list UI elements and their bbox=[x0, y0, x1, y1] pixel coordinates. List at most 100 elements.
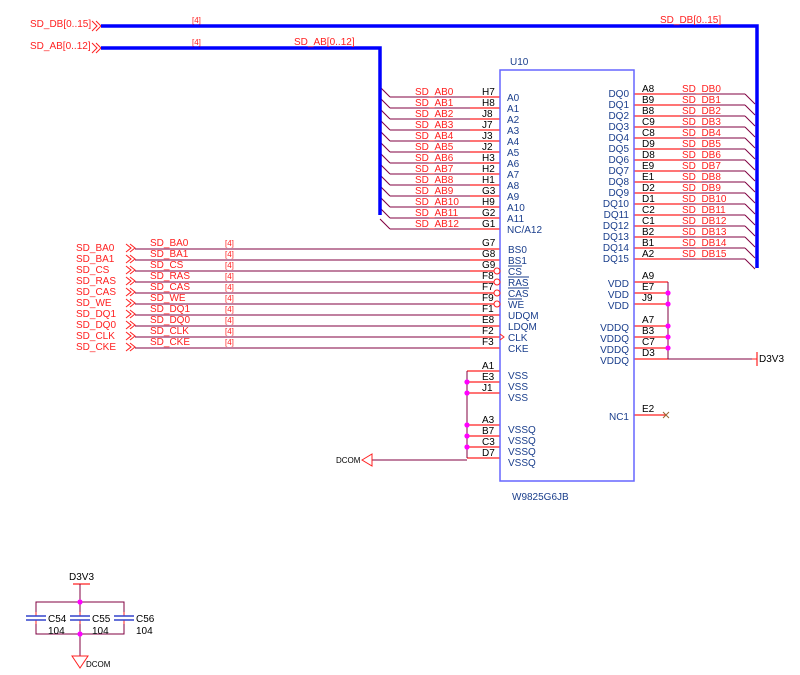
inversion-bubble bbox=[493, 278, 501, 286]
pin-name: CLK bbox=[508, 333, 528, 344]
junction-dot bbox=[464, 390, 470, 396]
capacitor-ref: C56 bbox=[136, 614, 155, 625]
bus-entry bbox=[744, 203, 756, 215]
net-label: SD_DB7 bbox=[682, 161, 721, 172]
pin-name: A11 bbox=[507, 214, 524, 225]
capacitor-value: 104 bbox=[92, 626, 109, 637]
port-arrow bbox=[129, 243, 136, 253]
bus-entry bbox=[744, 236, 756, 248]
clock-indicator bbox=[499, 333, 505, 341]
junction-dot bbox=[77, 599, 83, 605]
junction-dot bbox=[665, 323, 671, 329]
bus-entry bbox=[744, 137, 756, 149]
power-net-label: D3V3 bbox=[759, 354, 784, 365]
port-arrow bbox=[125, 265, 132, 275]
sheet-ref: [4] bbox=[225, 283, 234, 292]
pin-name: CS bbox=[508, 267, 522, 278]
net-label: SD_AB3 bbox=[415, 120, 454, 131]
net-label: SD_BA1 bbox=[150, 249, 189, 260]
net-label: SD_CAS bbox=[150, 282, 190, 293]
port-arrow bbox=[91, 42, 98, 54]
pin-name: DQ13 bbox=[603, 232, 630, 243]
junction-dot bbox=[464, 444, 470, 450]
pin-number: B1 bbox=[642, 238, 655, 249]
junction-dot bbox=[77, 631, 83, 637]
net-label: SD_WE bbox=[150, 293, 186, 304]
pin-number: D9 bbox=[642, 139, 655, 150]
net-label: SD_DB13 bbox=[682, 227, 727, 238]
port-sd-ab: SD_AB[0..12] bbox=[30, 41, 91, 52]
pin-name: VDD bbox=[608, 301, 629, 312]
port-label: SD_BA0 bbox=[76, 243, 115, 254]
pin-name: DQ1 bbox=[608, 100, 629, 111]
pin-number: H8 bbox=[482, 98, 495, 109]
bus-entry bbox=[744, 159, 756, 171]
port-arrow bbox=[91, 20, 98, 32]
junction-dot bbox=[464, 433, 470, 439]
capacitor-ref: C55 bbox=[92, 614, 111, 625]
pin-name: DQ5 bbox=[608, 144, 629, 155]
pin-name: WE bbox=[508, 300, 524, 311]
sheet-ref: [4] bbox=[192, 38, 201, 47]
pin-number: F9 bbox=[482, 293, 494, 304]
pin-name: VDD bbox=[608, 290, 629, 301]
pin-number: H1 bbox=[482, 175, 495, 186]
net-label: SD_DB15 bbox=[682, 249, 727, 260]
sheet-ref: [4] bbox=[225, 261, 234, 270]
pin-name: DQ12 bbox=[603, 221, 630, 232]
pin-number: J3 bbox=[482, 131, 493, 142]
pin-number: J9 bbox=[642, 293, 653, 304]
cap-gnd-label: DCOM bbox=[86, 660, 111, 669]
pin-name: DQ4 bbox=[608, 133, 629, 144]
pin-number: H9 bbox=[482, 197, 495, 208]
pin-name: VSS bbox=[508, 382, 528, 393]
net-label: SD_DB14 bbox=[682, 238, 727, 249]
bus-entry bbox=[744, 93, 756, 105]
net-label: SD_DB8 bbox=[682, 172, 721, 183]
net-label: SD_DB4 bbox=[682, 128, 721, 139]
pin-name: CAS bbox=[508, 289, 529, 300]
pin-name: DQ8 bbox=[608, 177, 629, 188]
port-arrow bbox=[129, 342, 136, 352]
net-label: SD_AB11 bbox=[415, 208, 459, 219]
net-label: SD_AB1 bbox=[415, 98, 454, 109]
sheet-ref: [4] bbox=[225, 250, 234, 259]
pin-number: A9 bbox=[642, 271, 655, 282]
pin-name: LDQM bbox=[508, 322, 537, 333]
pin-number: F2 bbox=[482, 326, 494, 337]
port-arrow bbox=[129, 287, 136, 297]
net-label: SD_AB9 bbox=[415, 186, 454, 197]
chip-reference: U10 bbox=[510, 57, 529, 68]
address-bus bbox=[101, 46, 382, 215]
net-label: SD_DB11 bbox=[682, 205, 726, 216]
pin-number: A3 bbox=[482, 415, 495, 426]
net-label: SD_CS bbox=[150, 260, 184, 271]
net-label: SD_AB6 bbox=[415, 153, 454, 164]
sheet-ref: [4] bbox=[192, 16, 201, 25]
pin-number: G3 bbox=[482, 186, 496, 197]
pin-number: D3 bbox=[642, 348, 655, 359]
port-arrow bbox=[129, 254, 136, 264]
capacitor-value: 104 bbox=[136, 626, 153, 637]
pin-number: B9 bbox=[642, 95, 655, 106]
pin-number: E7 bbox=[642, 282, 655, 293]
pin-name: DQ7 bbox=[608, 166, 629, 177]
pin-number: A1 bbox=[482, 361, 495, 372]
port-arrow bbox=[125, 243, 132, 253]
net-label: SD_DB0 bbox=[682, 84, 721, 95]
pin-number: B3 bbox=[642, 326, 655, 337]
pin-number: E3 bbox=[482, 372, 495, 383]
pin-number: H7 bbox=[482, 87, 495, 98]
pin-name: VDD bbox=[608, 279, 629, 290]
port-label: SD_WE bbox=[76, 298, 112, 309]
sheet-ref: [4] bbox=[225, 338, 234, 347]
pin-number: F3 bbox=[482, 337, 494, 348]
pin-name: DQ9 bbox=[608, 188, 629, 199]
pin-number: G7 bbox=[482, 238, 496, 249]
net-label: SD_AB5 bbox=[415, 142, 454, 153]
pin-name: VDDQ bbox=[600, 323, 629, 334]
pin-name: A3 bbox=[507, 126, 520, 137]
pin-name: VSSQ bbox=[508, 436, 536, 447]
sheet-ref: [4] bbox=[225, 327, 234, 336]
net-label: SD_DB12 bbox=[682, 216, 727, 227]
